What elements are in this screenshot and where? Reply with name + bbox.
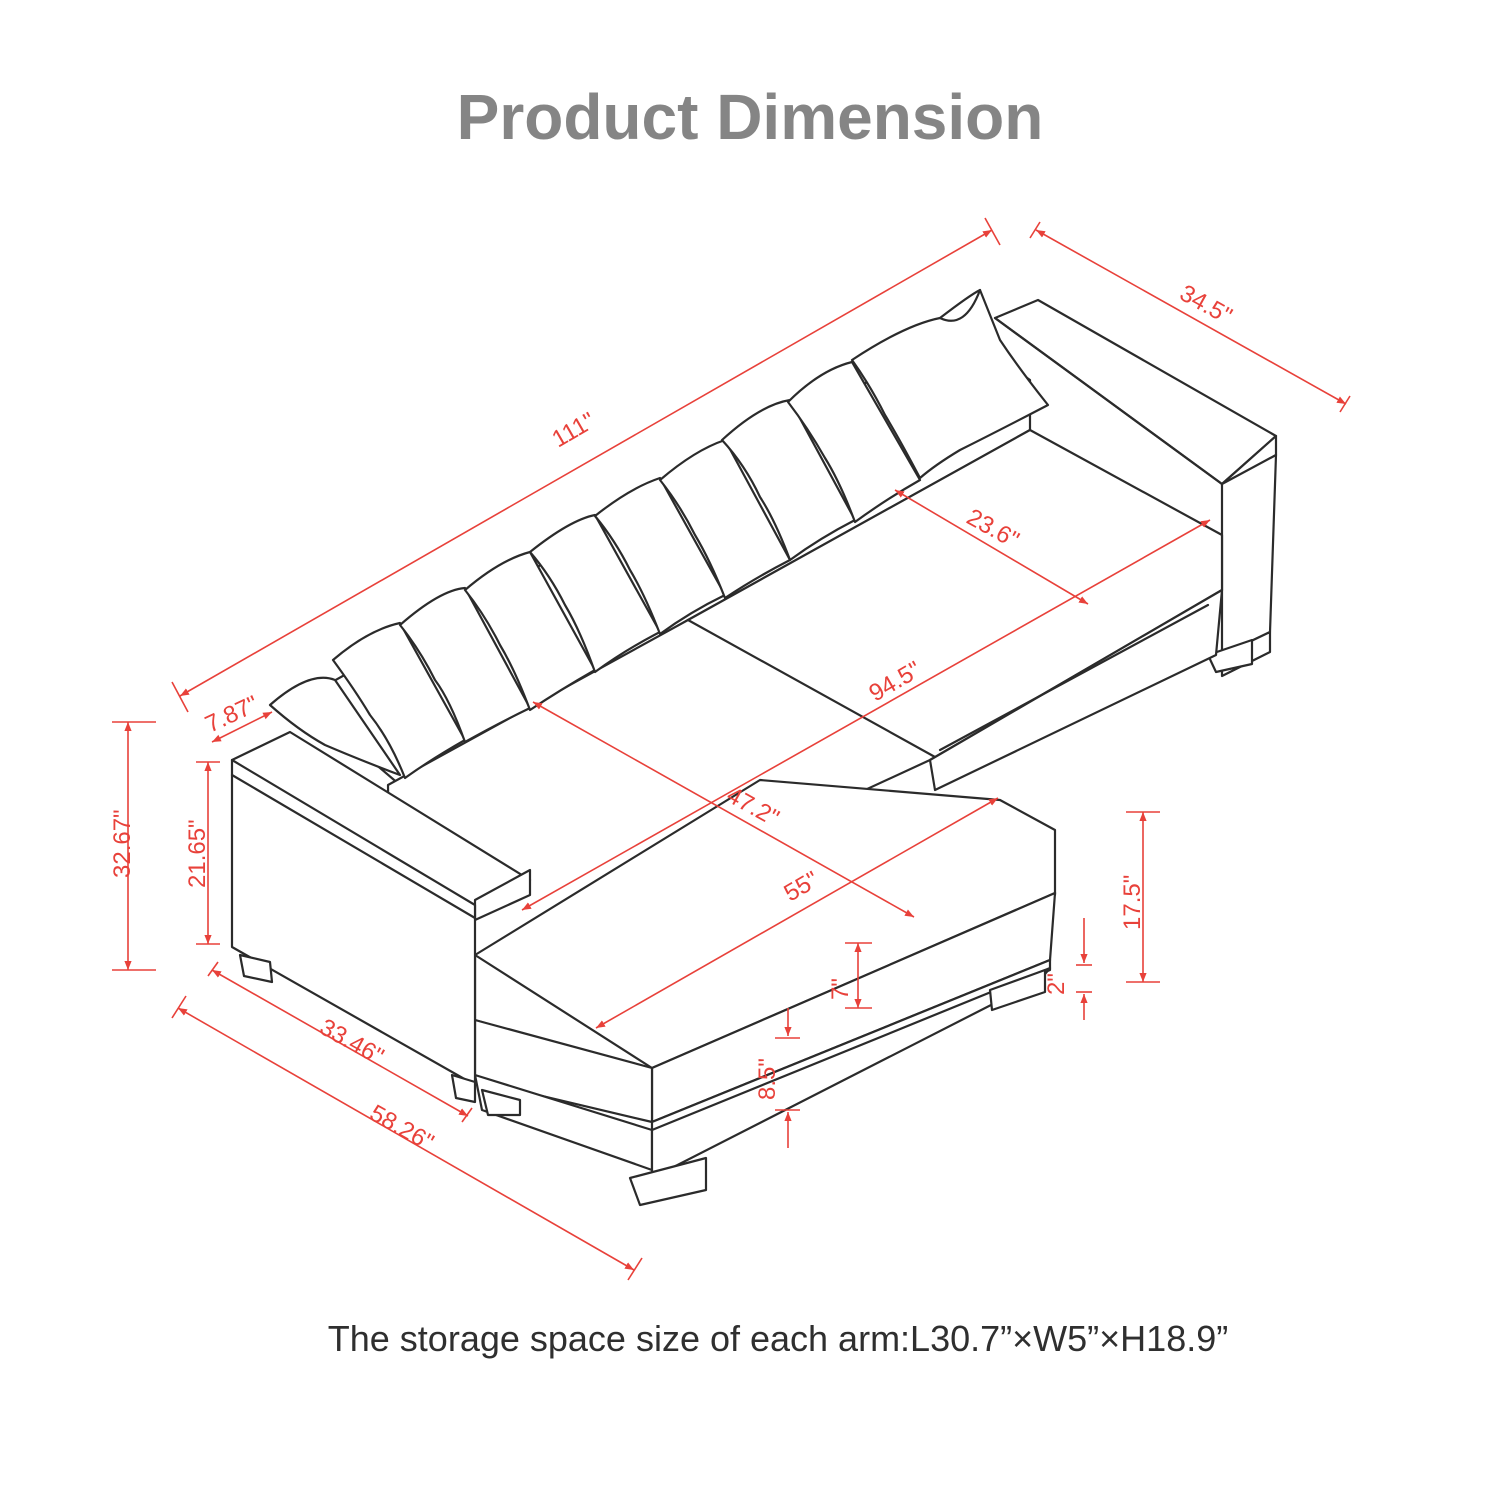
- label-leg-height: 2": [1043, 973, 1070, 995]
- label-base-height: 8.5": [754, 1058, 781, 1100]
- storage-caption: The storage space size of each arm:L30.7…: [327, 1318, 1229, 1359]
- label-seat-height: 17.5": [1119, 875, 1146, 930]
- dim-line-chaise-length: [595, 797, 999, 1029]
- dimension-lines: [112, 217, 1351, 1281]
- label-overall-height: 32.67": [109, 809, 136, 878]
- label-overall-depth: 34.5": [1175, 280, 1236, 330]
- dim-line-chaise-depth: [177, 1007, 635, 1271]
- label-cushion-thickness: 7": [827, 978, 854, 1000]
- dim-line-overall-length: [179, 229, 993, 697]
- label-overall-length: 111": [548, 407, 600, 453]
- dim-line-overall-depth: [1035, 229, 1347, 405]
- page-title: Product Dimension: [456, 81, 1044, 153]
- label-chaise-depth: 58.26": [365, 1100, 438, 1157]
- label-arm-height: 21.65": [184, 819, 211, 888]
- dim-line-back-thickness: [211, 711, 273, 743]
